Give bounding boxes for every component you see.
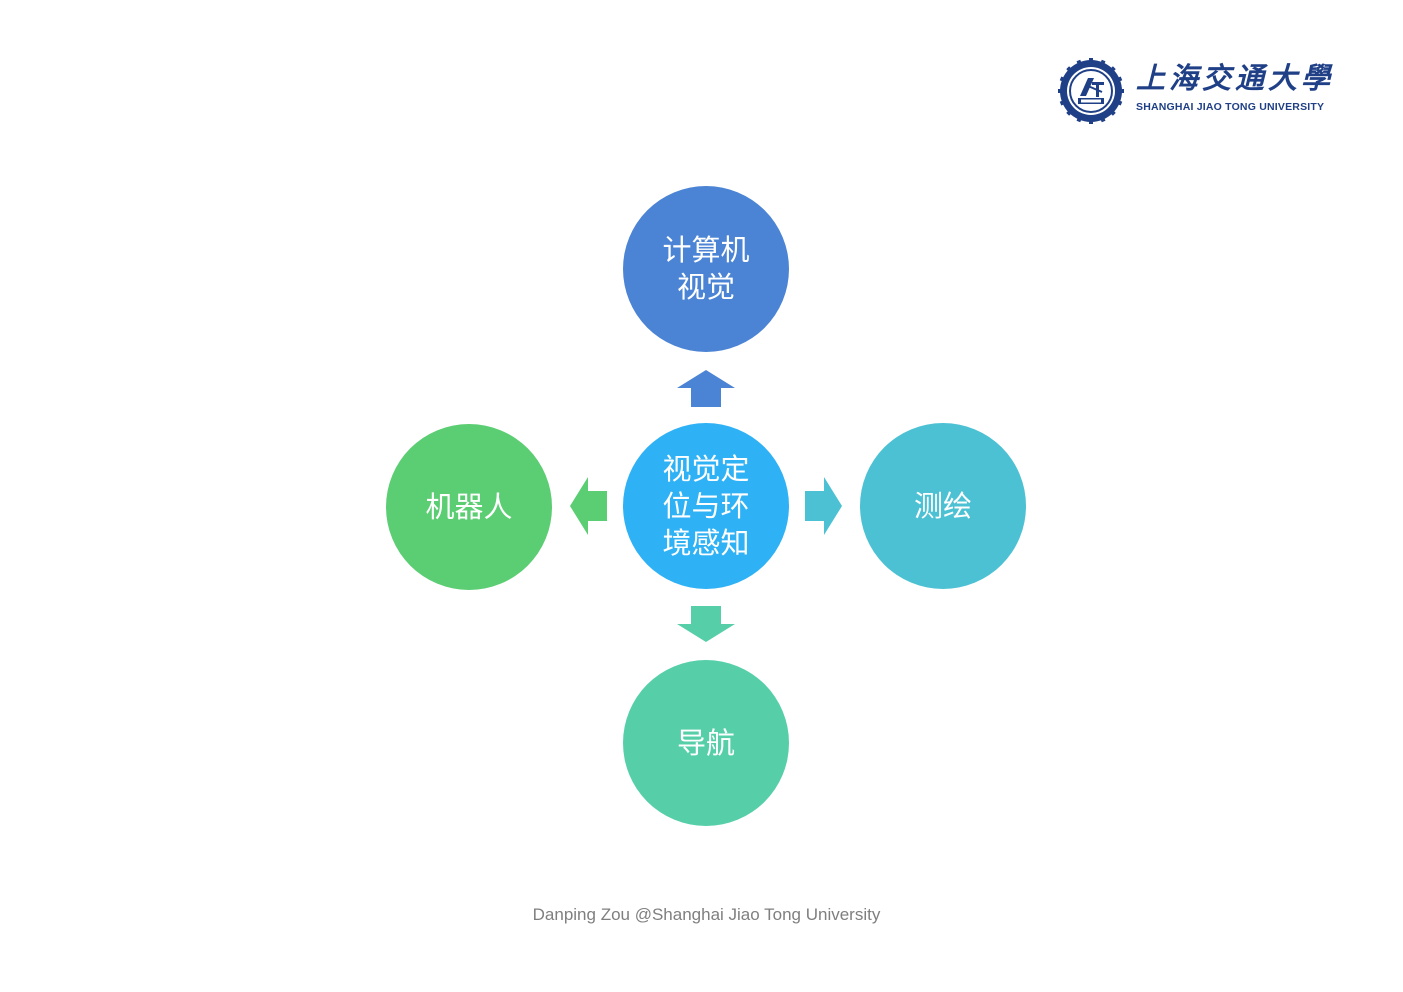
node-visual-localization: 视觉定位与环境感知 [623,423,789,589]
arrow-left-icon [570,477,607,535]
university-name-en: SHANGHAI JIAO TONG UNIVERSITY [1136,101,1325,113]
university-name-cn: 上海交通大學 [1136,61,1335,95]
node-navigation-label: 导航 [676,725,735,760]
university-logo: 上海交通大學 SHANGHAI JIAO TONG UNIVERSITY [1058,58,1330,124]
node-surveying: 测绘 [860,423,1026,589]
node-navigation: 导航 [623,660,789,826]
arrow-down-icon [677,606,735,642]
footer-credit: Danping Zou @Shanghai Jiao Tong Universi… [532,905,881,924]
node-computer-vision-label: 计算机视觉 [662,233,750,304]
node-surveying-label: 测绘 [913,488,972,523]
node-computer-vision: 计算机视觉 [623,186,789,352]
node-robotics-label: 机器人 [425,489,513,524]
arrow-up-icon [677,370,735,407]
node-robotics: 机器人 [386,424,552,590]
sjtu-seal-icon [1058,58,1124,124]
arrow-right-icon [805,477,842,535]
node-visual-localization-label: 视觉定位与环境感知 [662,451,750,560]
